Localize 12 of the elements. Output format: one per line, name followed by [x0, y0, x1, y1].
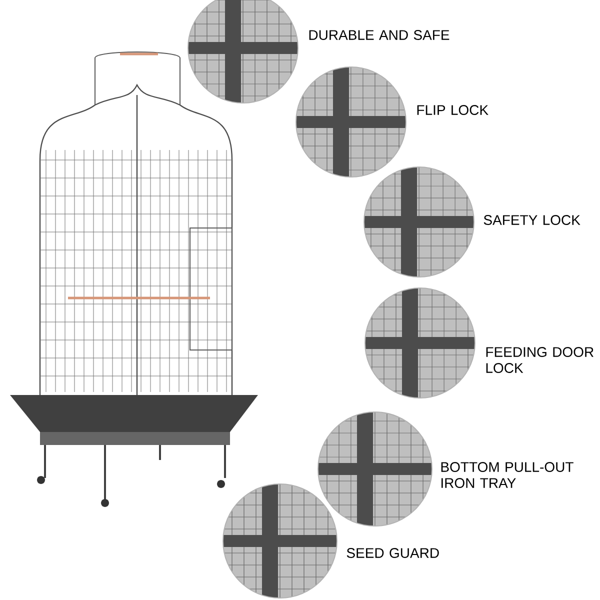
- detail-photo: [318, 412, 432, 526]
- feature-label: DURABLE AND SAFE: [309, 30, 450, 40]
- feature-label: FEEDING DOOR LOCK: [486, 347, 594, 373]
- feature-label: BOTTOM PULL-OUT IRON TRAY: [441, 462, 574, 488]
- feature-label: FLIP LOCK: [417, 105, 488, 115]
- feature-label: SEED GUARD: [346, 548, 439, 558]
- detail-photo: [364, 288, 476, 398]
- feature-label: SAFETY LOCK: [484, 215, 580, 225]
- detail-photo: [296, 66, 406, 178]
- detail-photo: [188, 0, 298, 104]
- detail-photo: [364, 166, 474, 278]
- detail-photo: [222, 484, 338, 598]
